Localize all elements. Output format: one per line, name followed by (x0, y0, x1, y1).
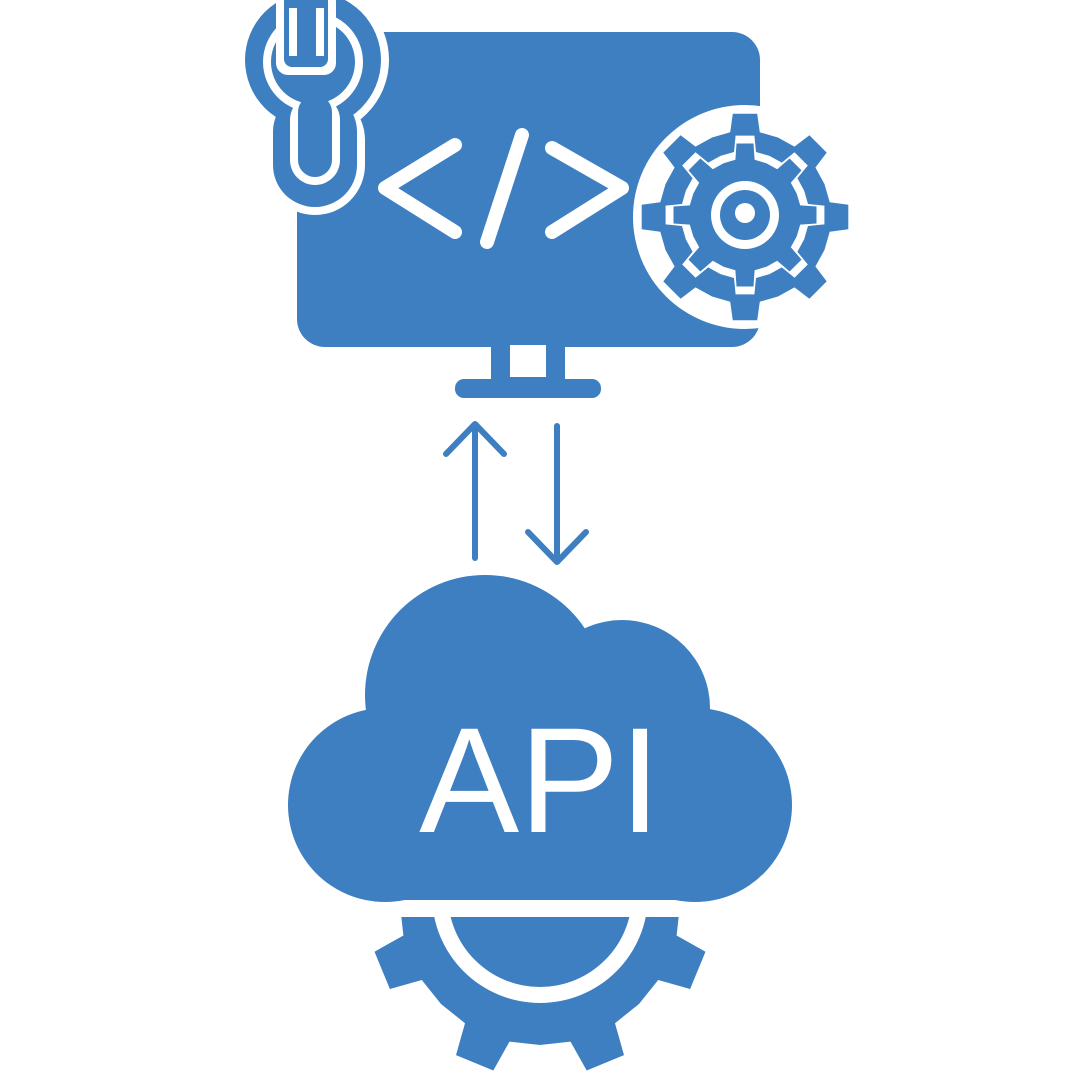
gear-icon (633, 105, 857, 329)
arrow-down-icon (525, 423, 589, 565)
cloud-icon: API (288, 575, 792, 902)
code-brackets-icon (378, 128, 629, 249)
monitor-icon (297, 32, 760, 398)
cloud-label: API (419, 696, 661, 864)
arrow-up-icon (443, 421, 507, 561)
wrench-icon (237, 0, 389, 215)
